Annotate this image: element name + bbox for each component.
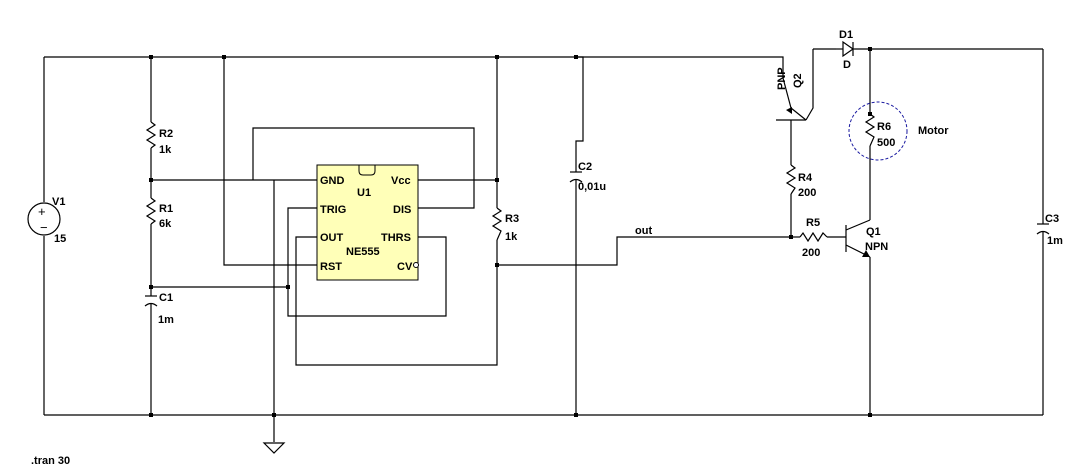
pin-cv-label: CV	[397, 261, 413, 273]
c1-value: 1m	[158, 314, 174, 326]
r2-ref: R2	[159, 128, 173, 140]
c3-ref: C3	[1045, 213, 1059, 225]
voltage-source-v1[interactable]: + − V1 15	[27, 57, 66, 415]
pin-dis-label: DIS	[393, 204, 411, 216]
u1-value: NE555	[346, 246, 380, 258]
resistor-r2[interactable]: R2 1k	[145, 57, 173, 198]
top-supply-rail	[44, 48, 1043, 78]
q1-value: NPN	[865, 241, 888, 253]
r1-value: 6k	[159, 218, 172, 230]
resistor-r1[interactable]: R1 6k	[145, 197, 173, 296]
motor-label: Motor	[918, 125, 949, 137]
r1-ref: R1	[159, 203, 173, 215]
r6-value: 500	[877, 137, 895, 149]
d1-ref: D1	[839, 29, 853, 41]
diode-d1[interactable]: D1 D	[836, 29, 855, 71]
ic-u1-ne555[interactable]: GND TRIG OUT RST Vcc DIS THRS CV U1 NE55…	[316, 164, 419, 281]
r3-ref: R3	[505, 213, 519, 225]
r2-value: 1k	[159, 144, 172, 156]
transistor-q2-pnp[interactable]: PNP Q2	[776, 49, 814, 165]
pin-out-label: OUT	[320, 232, 344, 244]
u1-ref: U1	[357, 187, 371, 199]
c3-value: 1m	[1047, 235, 1063, 247]
c2-ref: C2	[578, 161, 592, 173]
net-label-out: out	[635, 225, 652, 237]
ne555-wiring	[151, 57, 791, 442]
capacitor-c3[interactable]: C3 1m	[1036, 49, 1063, 415]
q2-ref: Q2	[792, 73, 804, 88]
transistor-q1-npn[interactable]: Q1 NPN	[845, 170, 888, 415]
capacitor-c2[interactable]: C2 0,01u	[569, 56, 606, 415]
d1-value: D	[843, 59, 851, 71]
ground-symbol	[262, 442, 286, 454]
v1-ref: V1	[52, 196, 65, 208]
capacitor-c1[interactable]: C1 1m	[144, 292, 174, 415]
pin-gnd-label: GND	[320, 175, 345, 187]
q1-ref: Q1	[866, 226, 881, 238]
pin-trig-label: TRIG	[320, 204, 346, 216]
junction-dots	[149, 47, 872, 417]
pin-rst-label: RST	[320, 261, 342, 273]
svg-text:−: −	[40, 220, 48, 235]
c1-ref: C1	[159, 292, 173, 304]
pin-vcc-label: Vcc	[391, 175, 411, 187]
q2-value: PNP	[776, 67, 788, 90]
r5-value: 200	[802, 247, 820, 259]
resistor-r4[interactable]: R4 200	[785, 164, 816, 237]
motor-r6[interactable]: R6 500 Motor	[848, 49, 949, 170]
r5-ref: R5	[806, 217, 820, 229]
svg-text:+: +	[38, 204, 46, 219]
spice-directive[interactable]: .tran 30	[31, 455, 70, 467]
resistor-r3[interactable]: R3 1k	[491, 207, 519, 243]
pin-thrs-label: THRS	[381, 232, 411, 244]
r4-value: 200	[798, 187, 816, 199]
c2-value: 0,01u	[578, 181, 606, 193]
resistor-r5[interactable]: R5 200	[791, 217, 846, 259]
r6-ref: R6	[877, 121, 891, 133]
r3-value: 1k	[505, 231, 518, 243]
v1-value: 15	[54, 233, 66, 245]
r4-ref: R4	[798, 172, 813, 184]
